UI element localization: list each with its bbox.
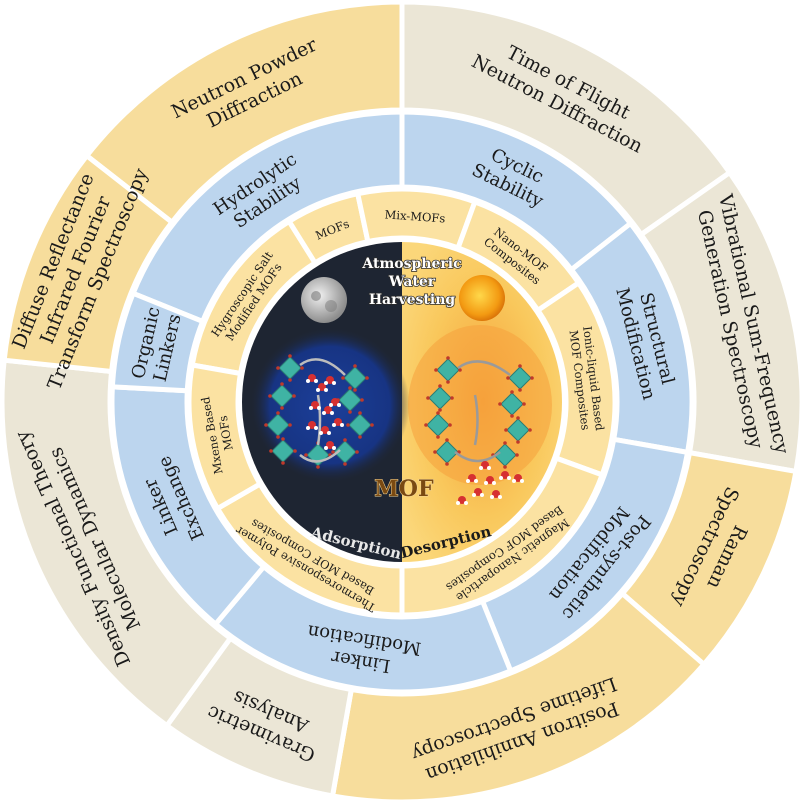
center-title-line: Water xyxy=(388,274,436,290)
center-panel: AtmosphericWaterHarvestingMOFAdsorptionD… xyxy=(240,240,564,564)
water-molecule-released xyxy=(514,474,522,482)
water-molecule-adsorbed xyxy=(308,374,316,382)
center-title-line: Atmospheric xyxy=(361,256,461,272)
inner-ring-label-line: MOFs xyxy=(216,414,236,451)
water-molecule-released xyxy=(501,471,509,479)
mof-label: MOF xyxy=(374,476,434,502)
water-molecule-released xyxy=(474,488,482,496)
water-molecule-adsorbed xyxy=(334,418,342,426)
water-molecule-adsorbed xyxy=(318,383,326,391)
water-molecule-adsorbed xyxy=(331,398,339,406)
linker-desorption xyxy=(454,360,511,463)
water-molecule-released xyxy=(486,476,494,484)
sun-icon xyxy=(459,275,505,321)
water-molecule-released xyxy=(468,474,476,482)
water-molecule-adsorbed xyxy=(324,406,332,414)
water-molecule-released xyxy=(458,496,466,504)
water-molecule-adsorbed xyxy=(326,376,334,384)
linker-adsorption xyxy=(299,358,346,463)
inner-ring-label-line: Mix-MOFs xyxy=(384,207,446,225)
inner-ring-label: Mix-MOFs xyxy=(384,207,446,225)
water-molecule-adsorbed xyxy=(326,441,334,449)
center-title-line: Harvesting xyxy=(369,292,456,308)
water-molecule-adsorbed xyxy=(311,401,319,409)
moon-icon xyxy=(301,277,347,323)
inner-ring-segment xyxy=(186,362,264,512)
water-molecule-adsorbed xyxy=(321,426,329,434)
water-molecule-released xyxy=(481,461,489,469)
water-molecule-released xyxy=(492,490,500,498)
water-molecule-adsorbed xyxy=(308,421,316,429)
